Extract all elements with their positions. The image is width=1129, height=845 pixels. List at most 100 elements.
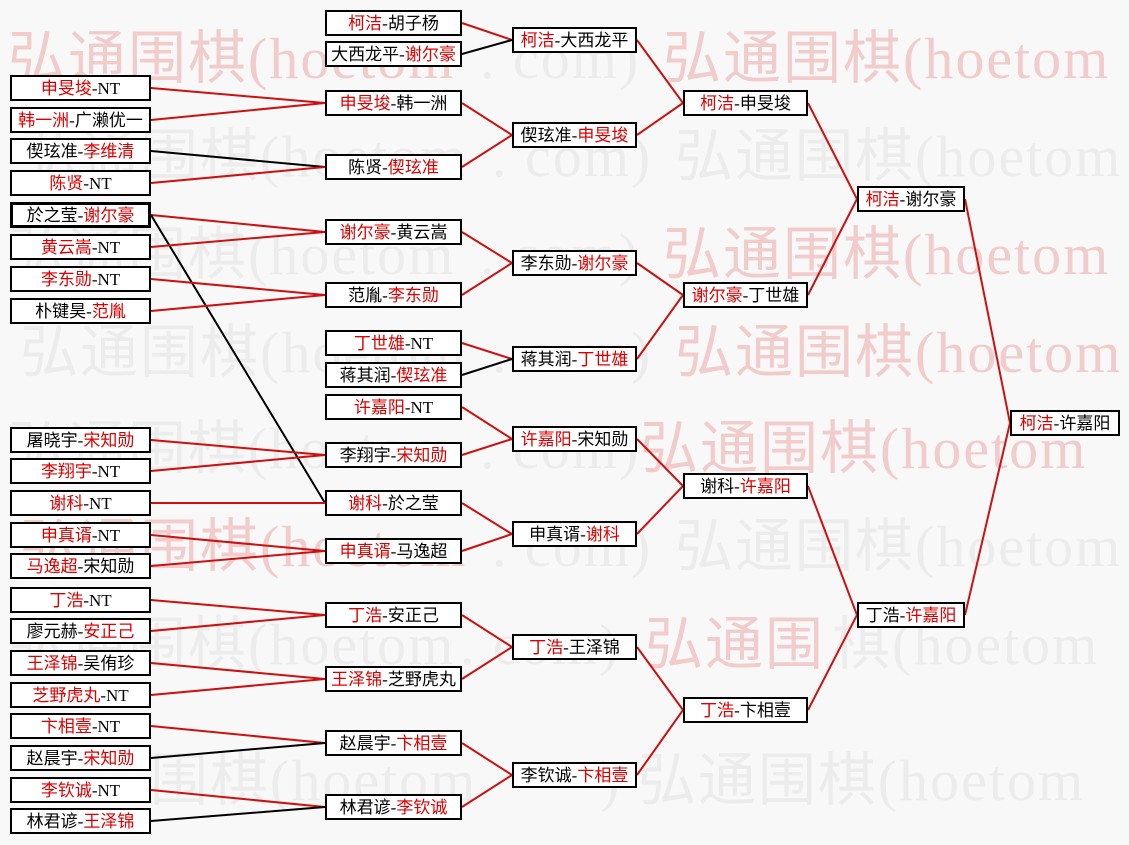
loser-name: 大西龙平 <box>331 44 400 64</box>
winner-name: 丁世雄 <box>353 333 405 353</box>
bracket-line-red <box>964 422 1011 616</box>
match-box: 谢科-於之莹 <box>325 490 462 516</box>
watermark-text: 弘通围 <box>645 612 826 677</box>
winner-name: 柯洁 <box>700 93 735 113</box>
winner-name: 丁浩 <box>700 700 735 720</box>
winner-name: 李东勋 <box>40 269 92 289</box>
loser-name: NT <box>89 493 112 513</box>
dash-separator: - <box>404 333 411 353</box>
bracket-line-red <box>150 678 326 696</box>
winner-name: 柯洁 <box>1019 413 1054 433</box>
bracket-line-red <box>807 102 858 200</box>
bracket-line-red <box>150 87 326 104</box>
bracket-line-red <box>150 789 326 808</box>
watermark-text: 弘通围棋(hoetom <box>675 514 1123 579</box>
dash-separator: - <box>734 700 740 720</box>
loser-name: 韩一洲 <box>396 93 448 113</box>
dash-separator: - <box>554 30 561 50</box>
loser-name: 李东勋 <box>520 253 572 273</box>
dash-separator: - <box>390 733 397 753</box>
winner-name: 丁世雄 <box>577 349 629 369</box>
loser-name: 宋知勋 <box>83 556 135 576</box>
match-box: 谢科-许嘉阳 <box>683 473 808 499</box>
dash-separator: - <box>899 189 906 209</box>
match-box: 芝野虎丸-NT <box>10 682 151 708</box>
dash-separator: - <box>100 685 106 705</box>
bracket-line-red <box>636 485 684 535</box>
winner-name: 谢科 <box>585 524 620 544</box>
winner-name: 卞相壹 <box>396 733 448 753</box>
match-box: 丁世雄-NT <box>325 330 462 356</box>
match-box: 赵晨宇-宋知勋 <box>10 745 151 771</box>
loser-name: NT <box>89 173 112 193</box>
winner-name: 谢科 <box>348 493 383 513</box>
dash-separator: - <box>91 780 98 800</box>
loser-name: NT <box>97 716 121 736</box>
bracket-line-red <box>636 438 684 487</box>
match-box: 偰玹准-申旻埈 <box>512 122 637 148</box>
loser-name: 范胤 <box>348 285 383 305</box>
winner-name: 谢尔豪 <box>577 253 629 273</box>
bracket-line-black <box>461 39 513 55</box>
bracket-line-red <box>461 102 513 136</box>
dash-separator: - <box>404 397 411 417</box>
loser-name: NT <box>410 397 434 417</box>
dash-separator: - <box>77 621 84 641</box>
dash-separator: - <box>91 269 98 289</box>
match-box: 柯洁-胡子杨 <box>325 10 462 36</box>
bracket-line-red <box>150 214 326 233</box>
loser-name: 朴键昊 <box>35 301 87 321</box>
bracket-line-red <box>150 294 326 312</box>
dash-separator: - <box>382 669 388 689</box>
winner-name: 黄云嵩 <box>40 237 92 257</box>
match-box: 卞相壹-NT <box>10 713 151 739</box>
loser-name: NT <box>97 461 121 481</box>
bracket-line-red <box>461 438 513 456</box>
dash-separator: - <box>77 811 84 831</box>
winner-name: 申旻埈 <box>339 93 391 113</box>
match-box: 谢科-NT <box>10 490 151 516</box>
match-box: 廖元赫-安正己 <box>10 618 151 644</box>
match-box: 陈贤-偰玹准 <box>325 154 462 180</box>
dash-separator: - <box>77 205 84 225</box>
loser-name: 偰玹准 <box>520 125 572 145</box>
watermark-text: 弘通围棋(hoetom <box>675 320 1123 385</box>
match-box: 李钦诚-NT <box>10 777 151 803</box>
loser-name: NT <box>89 590 112 610</box>
match-box: 柯洁-许嘉阳 <box>1010 410 1120 436</box>
loser-name: 卞相壹 <box>739 700 791 720</box>
match-box: 李钦诚-卞相壹 <box>512 762 637 788</box>
winner-name: 谢尔豪 <box>404 44 456 64</box>
winner-name: 谢尔豪 <box>83 205 135 225</box>
dash-separator: - <box>390 93 397 113</box>
bracket-line-red <box>150 102 326 121</box>
bracket-line-red <box>461 342 513 360</box>
dash-separator: - <box>382 605 388 625</box>
bracket-line-red <box>150 725 326 744</box>
loser-name: 黄云嵩 <box>396 222 448 242</box>
dash-separator: - <box>77 653 84 673</box>
match-box: 黄云嵩-NT <box>10 234 151 260</box>
bracket-line-black <box>150 214 326 504</box>
bracket-line-red <box>636 646 684 711</box>
match-box: 王泽锦-吴侑珍 <box>10 650 151 676</box>
loser-name: NT <box>97 269 121 289</box>
bracket-line-red <box>461 742 513 776</box>
winner-name: 偰玹准 <box>387 157 439 177</box>
winner-name: 偰玹准 <box>396 365 448 385</box>
loser-name: 许嘉阳 <box>1059 413 1111 433</box>
match-box: 丁浩-许嘉阳 <box>857 602 965 628</box>
loser-name: 王泽锦 <box>568 637 620 657</box>
match-box: 蒋其润-偰玹准 <box>325 362 462 388</box>
loser-name: 谢科 <box>700 476 735 496</box>
bracket-line-red <box>461 231 513 264</box>
loser-name: 宋知勋 <box>577 429 629 449</box>
winner-name: 申旻埈 <box>40 78 92 98</box>
dash-separator: - <box>734 476 740 496</box>
loser-name: 安正己 <box>387 605 439 625</box>
loser-name: 丁世雄 <box>748 285 800 305</box>
loser-name: 蒋其润 <box>520 349 572 369</box>
winner-name: 许嘉阳 <box>905 605 957 625</box>
bracket-line-red <box>150 614 326 632</box>
bracket-line-red <box>461 262 513 296</box>
